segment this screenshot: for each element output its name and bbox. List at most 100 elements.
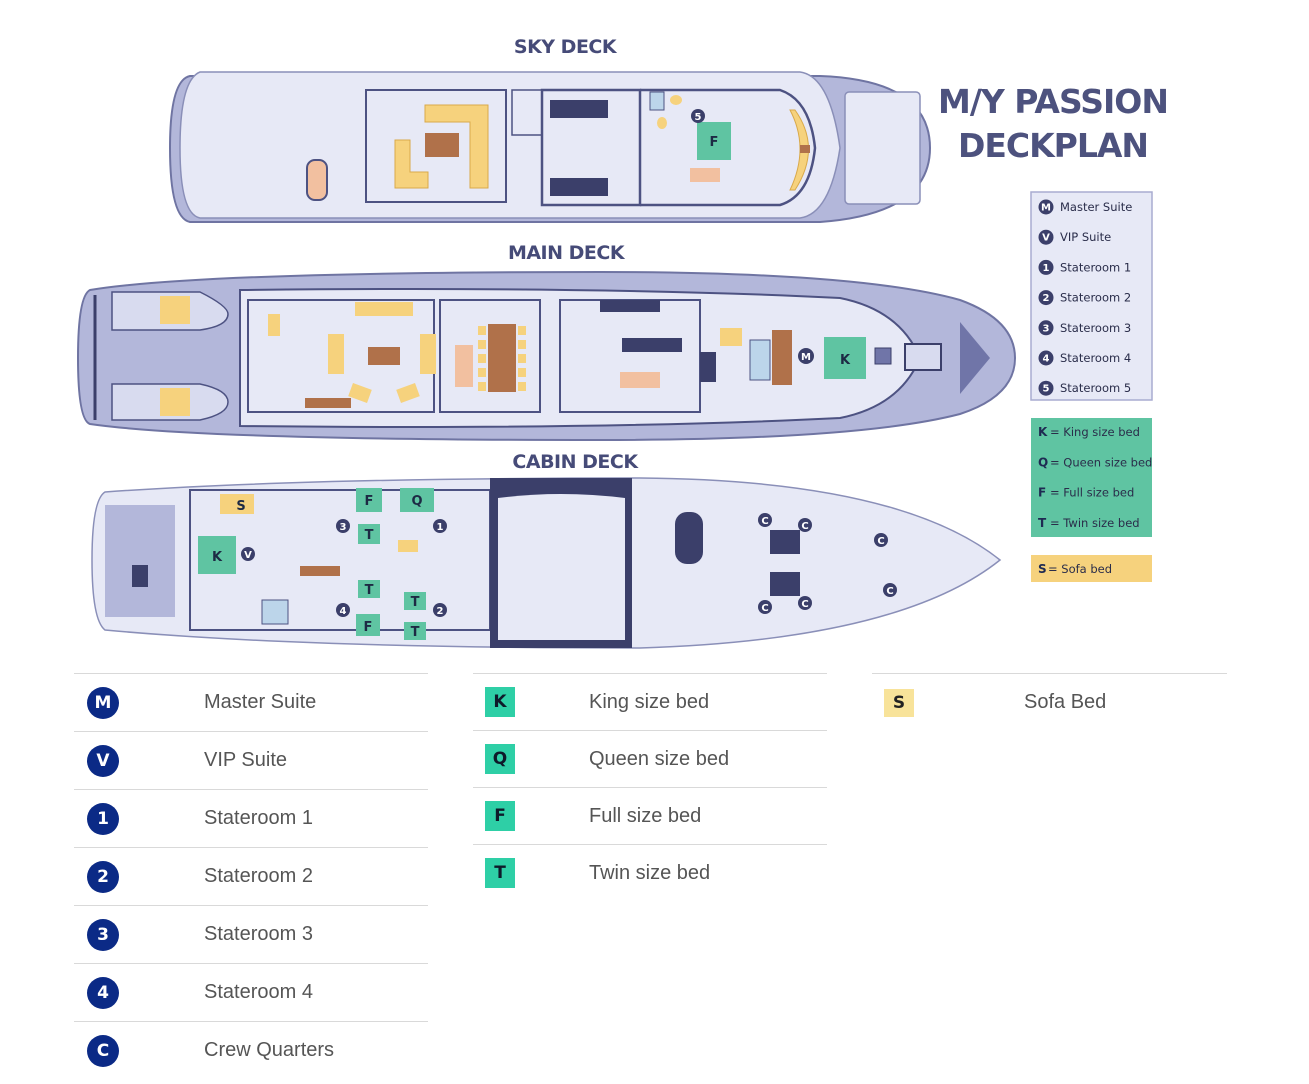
bed-legend-key-Q: Q	[1038, 455, 1048, 469]
cabin-bed-q: Q	[411, 494, 422, 509]
cabin-bed-t4: T	[411, 625, 420, 640]
room-key-badge: 2	[87, 860, 119, 893]
room-legend-label-2: Stateroom 2	[1060, 291, 1131, 305]
room-key-label: Crew Quarters	[204, 1039, 335, 1061]
bed-key-badge: T	[485, 858, 515, 888]
room-key-label: VIP Suite	[204, 749, 288, 771]
room-legend-key-V: V	[1042, 233, 1050, 244]
main-deck-title: MAIN DECK	[508, 242, 626, 264]
cabin-marker-c4: C	[886, 586, 893, 597]
cabin-bed-f1: F	[365, 494, 374, 509]
room-legend-label-5: Stateroom 5	[1060, 381, 1131, 395]
main-bed-k: K	[840, 353, 851, 368]
room-key-row: 4 Stateroom 4	[74, 963, 428, 1021]
bed-key-row: T Twin size bed	[473, 844, 827, 901]
cabin-marker-1: 1	[437, 522, 444, 533]
bed-legend-key-K: K	[1038, 425, 1048, 439]
sofa-badge: S	[884, 688, 914, 717]
sky-deck-title: SKY DECK	[514, 36, 618, 58]
cabin-marker-c1: C	[761, 516, 768, 527]
bed-key-label: Full size bed	[589, 804, 702, 827]
sofa-legend-label: = Sofa bed	[1048, 562, 1112, 576]
cabin-deck: S K V F Q T 3 1 T T 4 2 F T C C	[91, 477, 1002, 649]
room-key-badge: 1	[87, 802, 119, 835]
cabin-bed-t2: T	[365, 583, 374, 598]
bed-legend-label-K: = King size bed	[1050, 425, 1140, 439]
main-marker-m: M	[801, 352, 811, 363]
sky-bed-f: F	[710, 135, 719, 150]
sky-deck: F 5	[168, 71, 932, 223]
sofa-legend-key: S	[1038, 562, 1047, 576]
bed-key-badge: K	[485, 687, 515, 717]
room-key-badge: V	[87, 744, 119, 777]
room-key-row: 1 Stateroom 1	[74, 789, 428, 847]
bed-key-label: King size bed	[589, 690, 710, 713]
room-legend-label-V: VIP Suite	[1060, 230, 1111, 244]
cabin-marker-v: V	[244, 550, 252, 561]
bed-legend-label-T: = Twin size bed	[1050, 516, 1140, 530]
room-legend-label-3: Stateroom 3	[1060, 321, 1131, 335]
room-legend-marker-2	[1038, 290, 1054, 306]
room-key-row: 2 Stateroom 2	[74, 847, 428, 905]
room-legend-key-M: M	[1041, 203, 1051, 214]
sofa-legend-box: S = Sofa bed	[1031, 555, 1152, 582]
cabin-sofa-s: S	[236, 499, 245, 514]
room-key-badge: C	[87, 1034, 119, 1067]
room-legend-label-M: Master Suite	[1060, 200, 1132, 214]
room-key-badge: M	[87, 686, 119, 719]
cabin-marker-c6: C	[801, 599, 808, 610]
sofa-key-row: S Sofa Bed	[872, 673, 1227, 731]
room-legend-label-1: Stateroom 1	[1060, 260, 1131, 274]
bed-key-row: Q Queen size bed	[473, 730, 827, 787]
sky-marker-5: 5	[695, 112, 702, 123]
room-legend-marker-M	[1038, 199, 1054, 215]
bed-key-label: Queen size bed	[589, 747, 730, 770]
bed-legend-label-Q: = Queen size bed	[1050, 455, 1152, 469]
cabin-bed-t1: T	[365, 528, 374, 543]
deckplan-title-line2: DECKPLAN	[958, 126, 1148, 165]
bed-key-row: F Full size bed	[473, 787, 827, 844]
room-legend-label-4: Stateroom 4	[1060, 351, 1131, 365]
room-key-badge: 3	[87, 918, 119, 951]
cabin-marker-3: 3	[340, 522, 347, 533]
bed-key-label: Twin size bed	[589, 861, 711, 884]
room-legend-marker-1	[1038, 259, 1054, 275]
room-key-row: 3 Stateroom 3	[74, 905, 428, 963]
cabin-marker-4: 4	[340, 606, 347, 617]
sofa-label: Sofa Bed	[1024, 691, 1107, 713]
room-legend-key-2: 2	[1043, 293, 1050, 304]
room-key-label: Stateroom 4	[204, 981, 313, 1003]
room-key-label: Master Suite	[204, 691, 317, 713]
room-key-label: Stateroom 3	[204, 923, 313, 945]
room-key-label: Stateroom 1	[204, 807, 313, 829]
sofa-key-table: S Sofa Bed	[872, 673, 1227, 731]
cabin-marker-c5: C	[761, 603, 768, 614]
cabin-bed-f2: F	[364, 620, 373, 635]
bed-key-badge: F	[485, 801, 515, 831]
room-legend-key-5: 5	[1043, 384, 1050, 395]
room-legend-key-1: 1	[1043, 263, 1050, 274]
cabin-deck-title: CABIN DECK	[512, 451, 639, 473]
room-key-badge: 4	[87, 976, 119, 1009]
cabin-bed-k: K	[212, 550, 223, 565]
room-legend-marker-3	[1038, 320, 1054, 336]
cabin-marker-2: 2	[437, 606, 444, 617]
main-deck: K M	[76, 270, 1017, 442]
room-key-row: C Crew Quarters	[74, 1021, 428, 1079]
room-legend-marker-V	[1038, 229, 1054, 245]
cabin-bed-t3: T	[411, 595, 420, 610]
room-key-row: M Master Suite	[74, 673, 428, 731]
bed-key-badge: Q	[485, 744, 515, 774]
cabin-marker-c3: C	[877, 536, 884, 547]
room-legend-key-3: 3	[1043, 323, 1050, 334]
bed-key-row: K King size bed	[473, 673, 827, 730]
bed-legend-label-F: = Full size bed	[1050, 486, 1134, 500]
room-legend-key-4: 4	[1043, 354, 1050, 365]
cabin-marker-c2: C	[801, 521, 808, 532]
room-key-label: Stateroom 2	[204, 865, 313, 887]
deck-plan-diagram: SKY DECK F 5 MAIN DECK	[76, 36, 1169, 649]
